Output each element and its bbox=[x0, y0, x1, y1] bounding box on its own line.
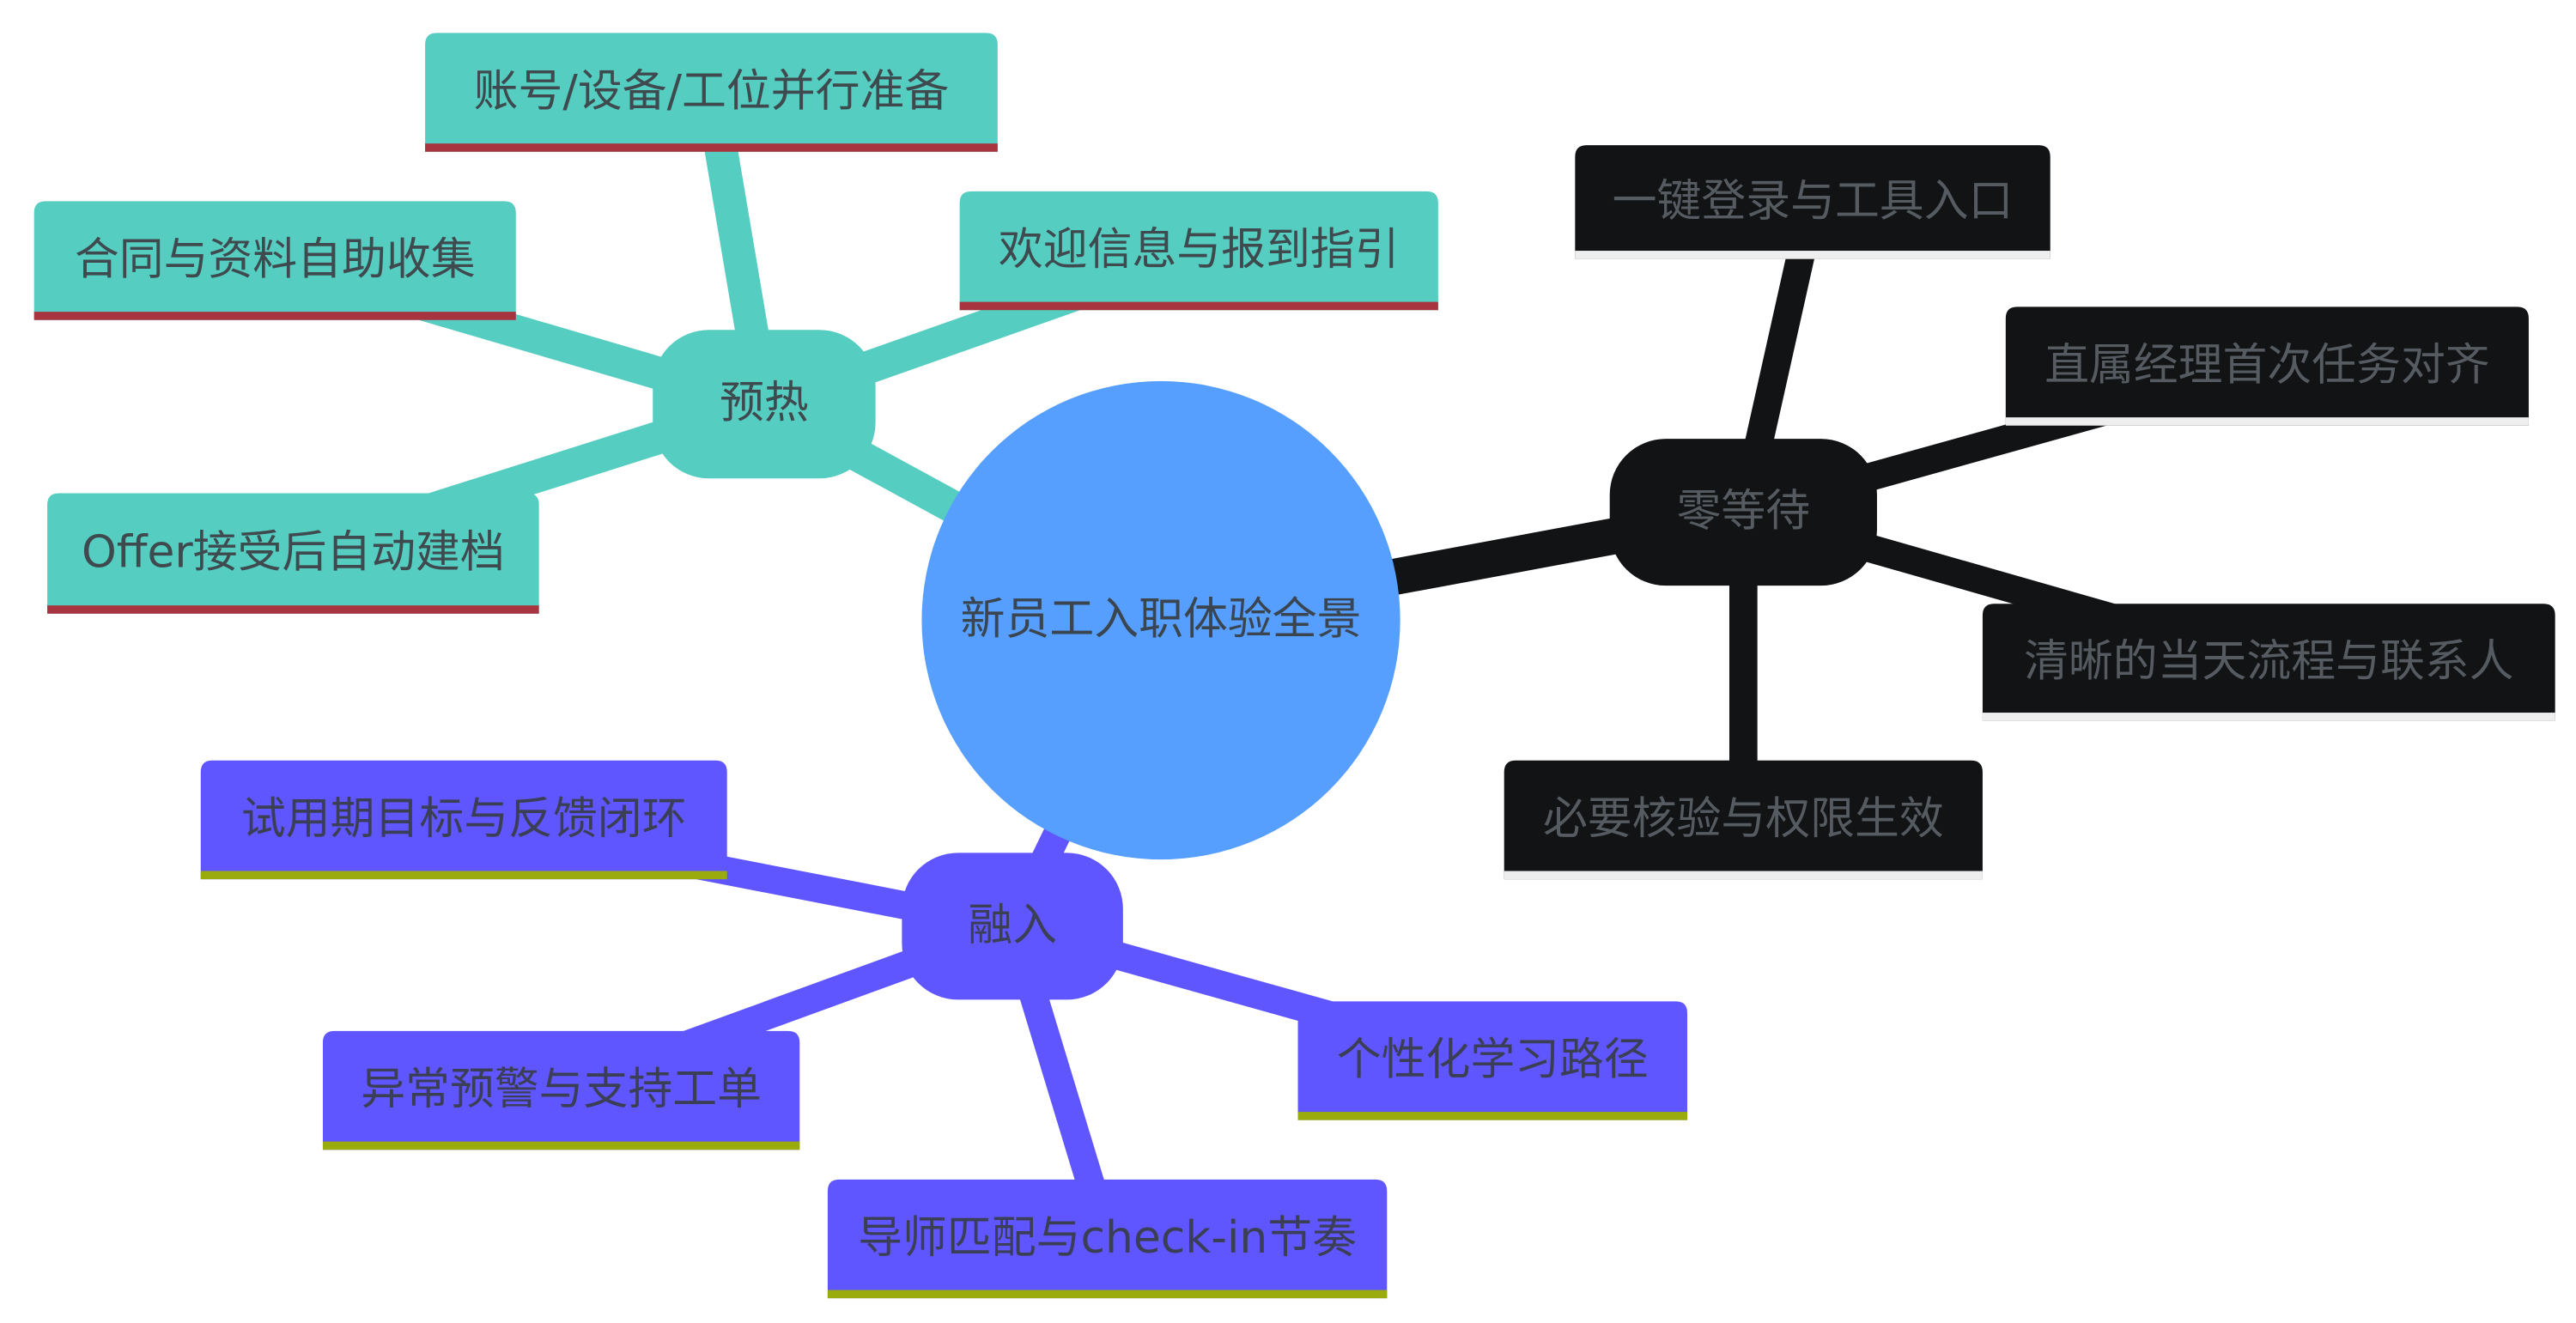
leaf-box bbox=[322, 1030, 800, 1150]
leaf-node-integration[interactable]: 异常预警与支持工单 bbox=[322, 1030, 800, 1150]
leaf-label: 账号/设备/工位并行准备 bbox=[474, 66, 950, 118]
leaf-label: 异常预警与支持工单 bbox=[361, 1064, 762, 1115]
leaf-label: 个性化学习路径 bbox=[1337, 1034, 1649, 1085]
leaf-underline bbox=[47, 605, 539, 614]
leaf-box bbox=[425, 33, 998, 152]
leaf-underline bbox=[1504, 871, 1983, 880]
leaf-underline bbox=[959, 301, 1438, 311]
leaf-underline bbox=[322, 1141, 800, 1150]
leaf-underline bbox=[2005, 417, 2529, 426]
leaf-node-zero-wait[interactable]: 直属经理首次任务对齐 bbox=[2005, 306, 2529, 426]
leaf-label: 一键登录与工具入口 bbox=[1613, 175, 2014, 227]
leaf-label: 合同与资料自助收集 bbox=[75, 234, 476, 286]
leaf-node-zero-wait[interactable]: 清晰的当天流程与联系人 bbox=[1982, 604, 2555, 721]
root-node[interactable]: 新员工入职体验全景 bbox=[921, 380, 1400, 860]
leaf-box bbox=[1297, 1001, 1687, 1120]
leaf-node-integration[interactable]: 试用期目标与反馈闭环 bbox=[200, 760, 727, 880]
branch-box bbox=[902, 853, 1123, 1000]
leaf-box bbox=[200, 760, 727, 880]
leaf-node-zero-wait[interactable]: 必要核验与权限生效 bbox=[1504, 760, 1983, 880]
branch-box bbox=[653, 330, 876, 479]
leaf-box bbox=[959, 191, 1438, 311]
leaf-underline bbox=[33, 312, 516, 320]
branch-label: 融入 bbox=[968, 900, 1057, 951]
leaf-underline bbox=[1982, 713, 2555, 721]
branch-label: 零等待 bbox=[1677, 486, 1811, 537]
leaf-label: 必要核验与权限生效 bbox=[1543, 793, 1944, 845]
leaf-box bbox=[47, 493, 539, 614]
leaf-node-integration[interactable]: 个性化学习路径 bbox=[1297, 1001, 1687, 1120]
leaf-label: 直属经理首次任务对齐 bbox=[2044, 339, 2490, 391]
leaf-underline bbox=[200, 871, 727, 880]
leaf-node-warmup[interactable]: 账号/设备/工位并行准备 bbox=[425, 33, 998, 152]
leaf-underline bbox=[1575, 251, 2050, 259]
leaf-box bbox=[33, 201, 516, 320]
leaf-node-warmup[interactable]: 欢迎信息与报到指引 bbox=[959, 191, 1438, 311]
leaf-label: 导师匹配与check-in节奏 bbox=[858, 1212, 1357, 1264]
leaf-label: 欢迎信息与报到指引 bbox=[999, 224, 1400, 276]
leaf-node-warmup[interactable]: Offer接受后自动建档 bbox=[47, 493, 539, 614]
leaf-box bbox=[2005, 306, 2529, 426]
branch-node-integration[interactable]: 融入 bbox=[902, 853, 1123, 1000]
leaf-underline bbox=[425, 143, 998, 152]
branch-label: 预热 bbox=[720, 378, 809, 429]
leaf-label: 清晰的当天流程与联系人 bbox=[2024, 635, 2513, 687]
leaf-underline bbox=[1297, 1112, 1687, 1120]
leaf-underline bbox=[827, 1290, 1388, 1299]
leaf-node-warmup[interactable]: 合同与资料自助收集 bbox=[33, 201, 516, 320]
root-label: 新员工入职体验全景 bbox=[961, 593, 1362, 645]
branch-node-warmup[interactable]: 预热 bbox=[653, 330, 876, 479]
leaf-box bbox=[1504, 760, 1983, 880]
branch-node-zero-wait[interactable]: 零等待 bbox=[1609, 439, 1877, 586]
leaf-box bbox=[1982, 604, 2555, 721]
leaf-box bbox=[827, 1179, 1388, 1299]
leaf-node-integration[interactable]: 导师匹配与check-in节奏 bbox=[827, 1179, 1388, 1299]
branch-box bbox=[1609, 439, 1877, 586]
leaf-label: 试用期目标与反馈闭环 bbox=[241, 793, 687, 845]
leaf-label: Offer接受后自动建档 bbox=[82, 527, 505, 579]
leaf-box bbox=[1575, 145, 2050, 259]
root-circle bbox=[921, 380, 1400, 860]
leaf-node-zero-wait[interactable]: 一键登录与工具入口 bbox=[1575, 145, 2050, 259]
